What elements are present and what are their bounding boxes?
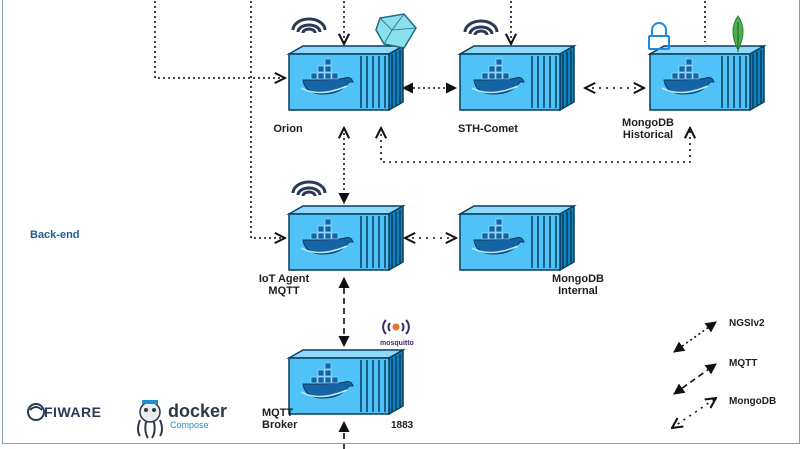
section-label-backend: Back-end	[30, 229, 80, 241]
iot-agent-line2: MQTT	[268, 285, 300, 297]
docker-logo-text: docker	[168, 401, 228, 421]
diagram-frame	[2, 0, 800, 444]
gem-icon	[375, 13, 417, 49]
docker-compose-logo-icon	[137, 400, 163, 439]
fiware-logo-icon	[27, 403, 45, 421]
mqtt-broker-label: MQTT Broker	[262, 407, 312, 431]
orion-mongo-loop	[381, 128, 690, 163]
legend-mongodb-arrow	[672, 398, 716, 428]
iot-feed-left	[250, 0, 285, 238]
port-label: 1883	[391, 420, 414, 431]
mongodb-leaf-icon	[732, 15, 744, 52]
legend-ngsi-arrow	[673, 321, 717, 353]
lock-icon	[648, 22, 670, 50]
mongodb-historical-line1: MongoDB	[622, 117, 674, 129]
mosquitto-logo-text: mosquitto	[380, 340, 414, 347]
mongodb-internal-line2: Internal	[558, 285, 598, 297]
mqtt-broker-line1: MQTT	[262, 407, 294, 419]
orion-label: Orion	[273, 123, 303, 135]
mongodb-historical-label: MongoDB Historical	[610, 117, 686, 141]
mongodb-internal-line1: MongoDB	[552, 273, 604, 285]
iot-agent-label: IoT Agent MQTT	[241, 273, 327, 297]
connector-lines	[154, 0, 706, 449]
legend-ngsi-label: NGSIv2	[729, 318, 765, 329]
sth-comet-label: STH-Comet	[458, 123, 518, 135]
legend-mqtt-label: MQTT	[729, 358, 758, 369]
legend-mqtt-arrow	[673, 363, 717, 395]
orion-feed-left	[154, 0, 285, 78]
mqtt-broker-line2: Broker	[262, 419, 298, 431]
iot-agent-line1: IoT Agent	[258, 273, 310, 285]
mosquitto-icon	[382, 319, 410, 335]
mongodb-historical-line2: Historical	[622, 129, 674, 141]
compose-logo-text: Compose	[170, 420, 209, 430]
legend-mongodb-label: MongoDB	[729, 396, 777, 407]
legend-arrows	[672, 321, 717, 428]
fiware-logo-text: FIWARE	[44, 404, 102, 420]
mongodb-internal-label: MongoDB Internal	[540, 273, 616, 297]
